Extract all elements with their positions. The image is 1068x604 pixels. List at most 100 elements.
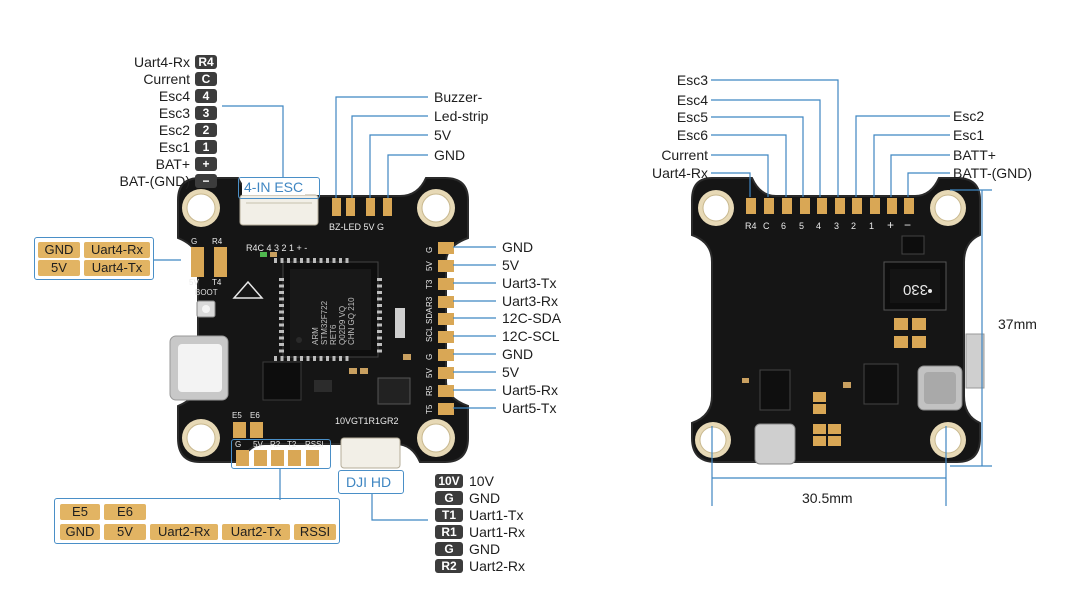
esc-pin-badge: 2 [195,123,217,137]
right-pin-label: 5V [502,364,520,380]
esc-title: 4-IN ESC [242,179,306,195]
pad-label-e6: E6 [250,411,260,420]
dji-title-box: DJI HD [338,470,404,494]
back-right-label: BATT-(GND) [953,165,1033,181]
back-pad-label: 6 [781,221,786,231]
back-pad-label: R4 [745,221,757,231]
back-pad [800,198,810,214]
right-pad [438,349,454,361]
esc-pin-label: Esc4 [158,88,190,104]
back-pad [852,198,862,214]
right-pad-label: 5V [425,261,434,271]
bottom-chip-box [54,498,340,544]
right-pin-label: Uart5-Tx [502,400,557,416]
pad-label-e5: E5 [232,411,242,420]
back-inductor-3 [754,423,796,465]
pad-label-5v: 5V [189,278,199,287]
back-left-label: Esc5 [676,109,708,125]
back-hole-bl [695,422,731,458]
bottom-pad [254,450,267,466]
dji-pin-badge: R1 [435,525,463,539]
esc-pin-label: Esc2 [158,122,190,138]
right-pad-label: SCL [425,326,434,342]
back-pad [782,198,792,214]
esc-pin-badge: R4 [195,55,217,69]
driver-chip [863,363,899,405]
regulator-chip [377,377,411,405]
back-pad-label: 5 [799,221,804,231]
pad-label-t4: T4 [212,278,222,287]
mcu-marking-line: Q02D9 VQ [338,306,347,345]
esc-pin-badge: 1 [195,140,217,154]
top-pin-label: Led-strip [434,108,489,124]
esc-pin-badge: 4 [195,89,217,103]
right-pad [438,242,454,254]
right-pad [438,385,454,397]
right-pad-label: SDA [425,307,434,324]
left-uart4-box [34,237,154,280]
back-hole-tl [698,190,734,226]
dji-pin-badge: 10V [435,474,463,488]
right-pad-label: G [425,354,434,360]
right-pads [438,242,454,415]
dji-pin-label: GND [469,541,501,557]
back-pad [835,198,845,214]
mount-hole-br [417,419,455,457]
top-pin-label: GND [434,147,466,163]
back-left-label: Esc4 [676,92,708,108]
right-pin-label: Uart3-Rx [502,293,559,309]
mcu-marking-line: RET6 [329,324,338,345]
right-pin-label: 5V [502,257,520,273]
back-right-label: Esc2 [953,108,985,124]
right-pin-label: 12C-SDA [502,310,562,326]
front-board: BZ-LED 5V G R4C 4 3 2 1 + - G R4 5V T4 B… [169,177,469,469]
bottom-pad-label: G [235,440,241,449]
bottom-pad-outline [231,439,331,469]
bottom-pads [236,450,319,466]
right-pin-label: GND [502,346,534,362]
right-pad [438,278,454,290]
right-pad [438,403,454,415]
back-pad [870,198,880,214]
mount-hole-tl [182,189,220,227]
esc-pin-badge: 3 [195,106,217,120]
right-pin-label: GND [502,239,534,255]
esc-pin-label: Current [143,71,190,87]
back-right-label: BATT+ [953,147,996,163]
right-pin-label: 12C-SCL [502,328,560,344]
arrow-marker [232,280,264,299]
pad-label-r4: R4 [212,237,223,246]
dim-width: 30.5mm [802,490,853,506]
bottom-e-pads [233,422,263,438]
dji-pad-label: 10VGT1R1GR2 [335,416,399,426]
boot-label: BOOT [195,288,218,297]
esc-title-box: 4-IN ESC [238,177,320,199]
mcu-marking-line: CHN GQ 210 [347,297,356,345]
dji-pin-badge: G [435,542,463,556]
back-pad-label: C [763,221,770,231]
back-pad [817,198,827,214]
bottom-pad-label: 5V [253,440,263,449]
esc-pin-label: Esc1 [158,139,190,155]
esc-pin-label: Esc3 [158,105,190,121]
imu-chip [262,361,302,401]
bottom-chip-5v: 5V [104,524,146,540]
bottom-chip-e6: E6 [104,504,146,520]
esc-pin-badge: C [195,72,217,86]
front-leader-lines [154,96,496,521]
bottom-pad-label: RSSI [305,440,324,449]
back-right-label: Esc1 [953,127,985,143]
top-pad-label: BZ-LED 5V G [329,222,384,232]
esc-pad-label: R4C 4 3 2 1 + - [246,243,307,253]
dji-title: DJI HD [344,474,394,490]
dji-pin-label: Uart2-Rx [469,558,526,574]
back-pad-label: 1 [869,221,874,231]
left-uart4-pads [191,247,227,277]
left-chip-uart4-rx: Uart4-Rx [84,242,150,258]
bottom-chip-rssi: RSSI [294,524,336,540]
back-top-pads [746,198,914,214]
right-pad [438,313,454,325]
right-pad-label: R5 [425,385,434,396]
